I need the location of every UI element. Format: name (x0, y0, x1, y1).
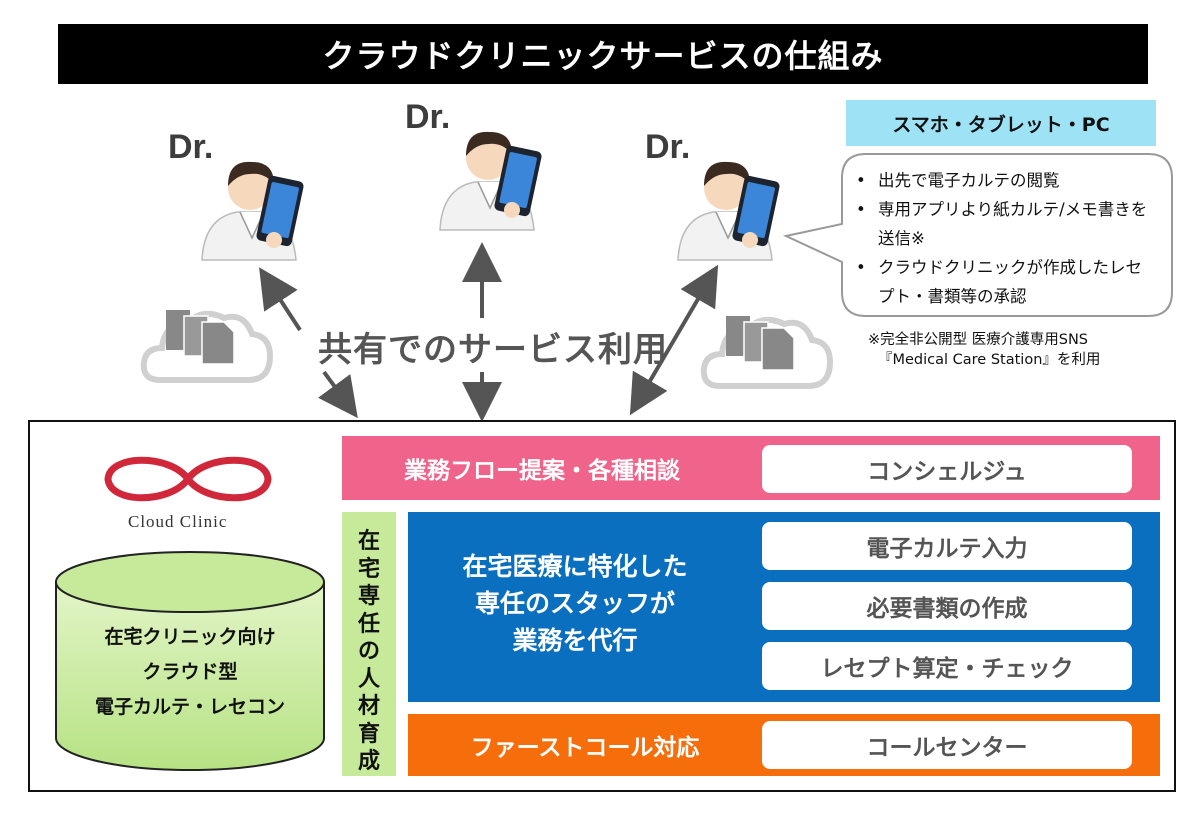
cloud-documents-icon (140, 310, 274, 383)
database-label-line: クラウド型 (142, 661, 238, 683)
training-char: 宅 (357, 556, 380, 582)
bubble-list: 出先で電子カルテの閲覧 専用アプリより紙カルテ/メモ書きを送信※ クラウドクリニ… (848, 166, 1148, 311)
infinity-logo-icon (104, 456, 272, 502)
first-call-title: ファーストコール対応 (470, 735, 700, 761)
note-line: ※完全非公開型 医療介護専用SNS (868, 332, 1089, 348)
arrow-up-left (259, 267, 302, 332)
page-title: クラウドクリニックサービスの仕組み (58, 24, 1148, 84)
note-line: 『Medical Care Station』を利用 (878, 352, 1101, 368)
training-char: 成 (357, 749, 380, 774)
staff-title-line: 在宅医療に特化した (462, 552, 688, 581)
doctor-label-left: Dr. (168, 128, 214, 166)
service-document-creation: 必要書類の作成 (762, 582, 1132, 630)
consultation-title: 業務フロー提案・各種相談 (404, 458, 680, 484)
service-ehr-input: 電子カルテ入力 (762, 522, 1132, 570)
training-label: 在 宅 専 任 の 人 材 育 成 (342, 528, 396, 776)
arrow-down-left (318, 370, 358, 419)
service-concierge: コンシェルジュ (762, 445, 1132, 493)
staff-title-line: 専任のスタッフが (474, 589, 675, 618)
doctor-label-center: Dr. (405, 98, 451, 136)
doctor-with-smartphone-icon (201, 161, 304, 261)
service-receipt-check: レセプト算定・チェック (762, 642, 1132, 690)
logo-text: Cloud Clinic (128, 512, 228, 531)
staff-service-title: 在宅医療に特化した 専任のスタッフが 業務を代行 (410, 548, 740, 659)
cloud-documents-icon (700, 316, 834, 389)
database-cylinder-icon (55, 551, 325, 771)
connection-arrows (259, 242, 719, 420)
doctor-with-smartphone-icon (677, 161, 780, 261)
training-char: 任 (357, 611, 380, 637)
staff-title-line: 業務を代行 (512, 626, 638, 655)
device-label: スマホ・タブレット・PC (846, 100, 1156, 146)
service-call-center: コールセンター (762, 721, 1132, 769)
doctor-with-smartphone-icon (439, 131, 542, 231)
database-label: 在宅クリニック向け クラウド型 電子カルテ・レセコン (58, 620, 322, 725)
bubble-item: クラウドクリニックが作成したレセプト・書類等の承認 (848, 253, 1148, 311)
training-char: 専 (357, 584, 380, 609)
database-label-line: 在宅クリニック向け (104, 626, 276, 648)
training-char: 材 (357, 694, 380, 719)
training-char: 人 (357, 666, 380, 692)
training-char: 育 (357, 721, 380, 747)
sns-note: ※完全非公開型 医療介護専用SNS 『Medical Care Station』… (868, 330, 1148, 370)
database-label-line: 電子カルテ・レセコン (94, 696, 285, 718)
training-char: 在 (357, 529, 380, 554)
shared-service-label: 共有でのサービス利用 (318, 330, 668, 370)
bubble-item: 出先で電子カルテの閲覧 (848, 166, 1148, 195)
training-char: の (357, 639, 380, 664)
arrow-bidirectional-right (629, 264, 719, 416)
doctor-label-right: Dr. (645, 128, 691, 166)
training-column (342, 512, 396, 776)
bubble-item: 専用アプリより紙カルテ/メモ書きを送信※ (848, 195, 1148, 253)
